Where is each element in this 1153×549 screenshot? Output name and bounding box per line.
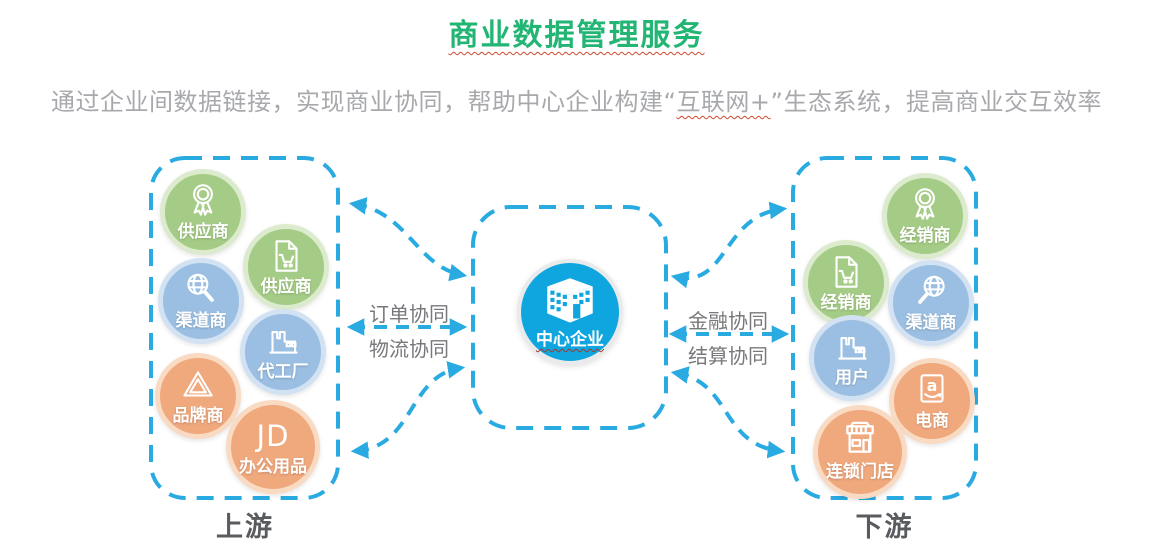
link-settlement-collab: 结算协同 xyxy=(688,344,768,368)
page-subtitle: 通过企业间数据链接，实现商业协同，帮助中心企业构建“互联网+”生态系统，提高商业… xyxy=(0,82,1153,117)
node-brand: 品牌商 xyxy=(155,353,241,439)
page-title: 商业数据管理服务 xyxy=(448,18,705,53)
node-label: 渠道商 xyxy=(905,313,957,333)
node-label: 代工厂 xyxy=(257,362,309,382)
node-ecommerce: a 电商 xyxy=(889,358,975,444)
jd-text-icon: JD xyxy=(256,419,290,453)
link-logistics-collab: 物流协同 xyxy=(369,337,449,361)
node-supplier-2: 供应商 xyxy=(243,224,329,310)
node-label: 经销商 xyxy=(820,293,872,313)
node-label: 用户 xyxy=(835,368,869,388)
globe-search-icon xyxy=(910,271,952,313)
downstream-caption: 下游 xyxy=(855,512,914,543)
drive-triangle-icon xyxy=(177,364,219,406)
arrow-bottom-left xyxy=(350,361,466,459)
center-enterprise-node: 中心企业 xyxy=(517,259,623,365)
document-cart-icon xyxy=(825,251,867,293)
medal-icon xyxy=(182,180,224,222)
node-channel-right: 渠道商 xyxy=(888,260,974,346)
document-cart-icon xyxy=(265,235,307,277)
link-finance-collab: 金融协同 xyxy=(688,309,768,333)
center-label: 中心企业 xyxy=(536,330,604,350)
globe-search-icon xyxy=(180,269,222,311)
node-distributor-2: 经销商 xyxy=(803,240,889,326)
factory-icon xyxy=(831,326,873,368)
node-label: 电商 xyxy=(915,411,949,431)
arrow-bottom-right xyxy=(670,366,786,459)
arrow-top-right xyxy=(670,201,788,289)
factory-icon xyxy=(262,320,304,362)
building-icon xyxy=(539,271,601,337)
medal-icon xyxy=(904,184,946,226)
node-label: 连锁门店 xyxy=(826,462,894,482)
node-label: 品牌商 xyxy=(172,406,224,426)
node-user: 用户 xyxy=(809,315,895,401)
upstream-caption: 上游 xyxy=(216,512,274,543)
node-supplier-1: 供应商 xyxy=(160,169,246,255)
amazon-icon: a xyxy=(911,369,953,411)
node-label: 供应商 xyxy=(260,277,312,297)
link-order-collab: 订单协同 xyxy=(369,302,449,326)
node-label: 办公用品 xyxy=(239,457,307,477)
amazon-a-glyph: a xyxy=(927,376,938,395)
node-factory: 代工厂 xyxy=(240,309,326,395)
node-label: 渠道商 xyxy=(175,311,227,331)
subtitle-pre: 通过企业间数据链接，实现商业协同，帮助中心企业构建“ xyxy=(51,88,677,116)
node-office-supplies: JD 办公用品 xyxy=(226,400,320,494)
node-channel-left: 渠道商 xyxy=(158,258,244,344)
node-label: 供应商 xyxy=(177,222,229,242)
storefront-icon xyxy=(837,416,883,462)
subtitle-post: ”生态系统，提高商业交互效率 xyxy=(770,88,1102,116)
node-label: 经销商 xyxy=(899,226,951,246)
arrow-top-left xyxy=(348,197,468,282)
node-chain-store: 连锁门店 xyxy=(813,405,907,499)
node-distributor-1: 经销商 xyxy=(882,173,968,259)
subtitle-highlight: 互联网+ xyxy=(676,88,771,116)
